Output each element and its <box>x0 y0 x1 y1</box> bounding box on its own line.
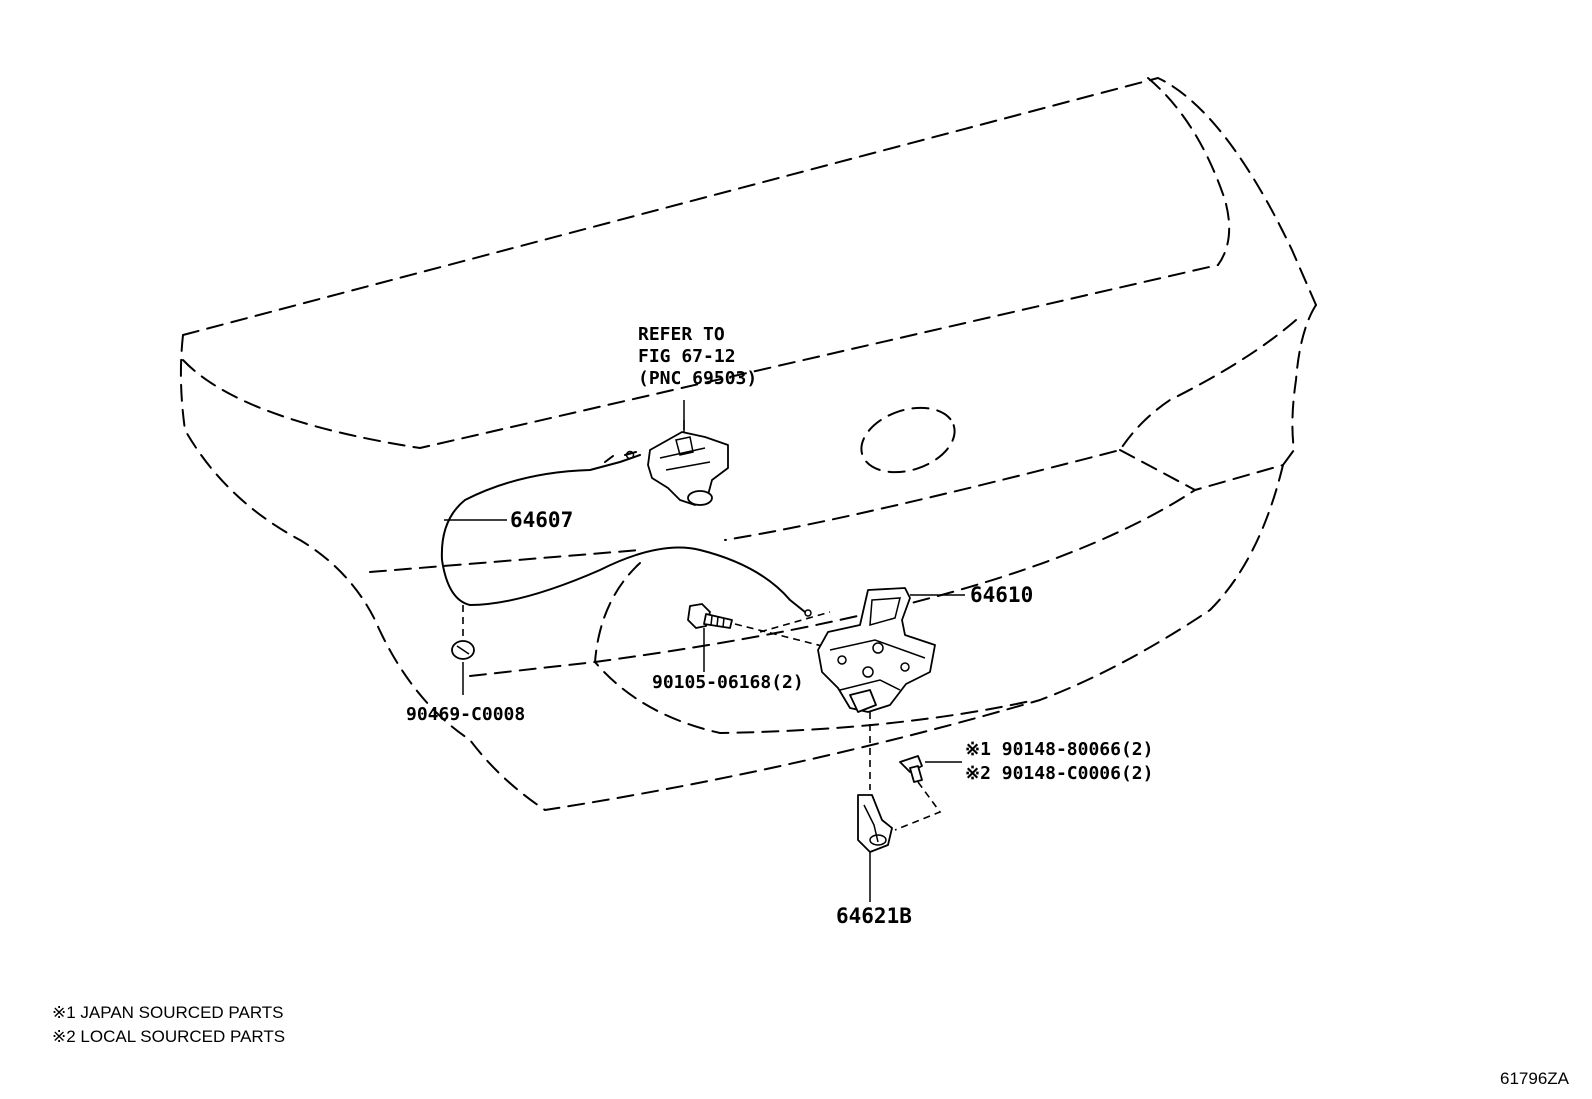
bolt-part-number: 90105-06168(2) <box>652 672 804 693</box>
screw-part <box>894 755 962 831</box>
refer-label-line3: (PNC 69503) <box>638 368 757 389</box>
grommet-part <box>451 605 475 695</box>
screw-japan-part-number: ※1 90148-80066(2) <box>965 739 1153 760</box>
striker-part-number: 64621B <box>836 904 912 928</box>
note-local-sourced: ※2 LOCAL SOURCED PARTS <box>52 1027 285 1046</box>
screw-local-part-number: ※2 90148-C0006(2) <box>965 763 1153 784</box>
bolt-part <box>687 603 831 672</box>
cable-part-number: 64607 <box>510 508 573 532</box>
lock-part-number: 64610 <box>970 583 1033 607</box>
note-japan-sourced: ※1 JAPAN SOURCED PARTS <box>52 1003 284 1022</box>
grommet-part-number: 90469-C0008 <box>406 704 525 725</box>
refer-label-line1: REFER TO <box>638 324 725 345</box>
trunk-lock-assembly <box>817 587 965 790</box>
key-cylinder-assembly <box>647 400 729 506</box>
trunk-lid-outline <box>179 77 1317 811</box>
release-cable <box>440 450 812 617</box>
figure-id: 61796ZA <box>1500 1069 1570 1088</box>
striker-part <box>857 794 893 902</box>
refer-label-line2: FIG 67-12 <box>638 346 736 367</box>
